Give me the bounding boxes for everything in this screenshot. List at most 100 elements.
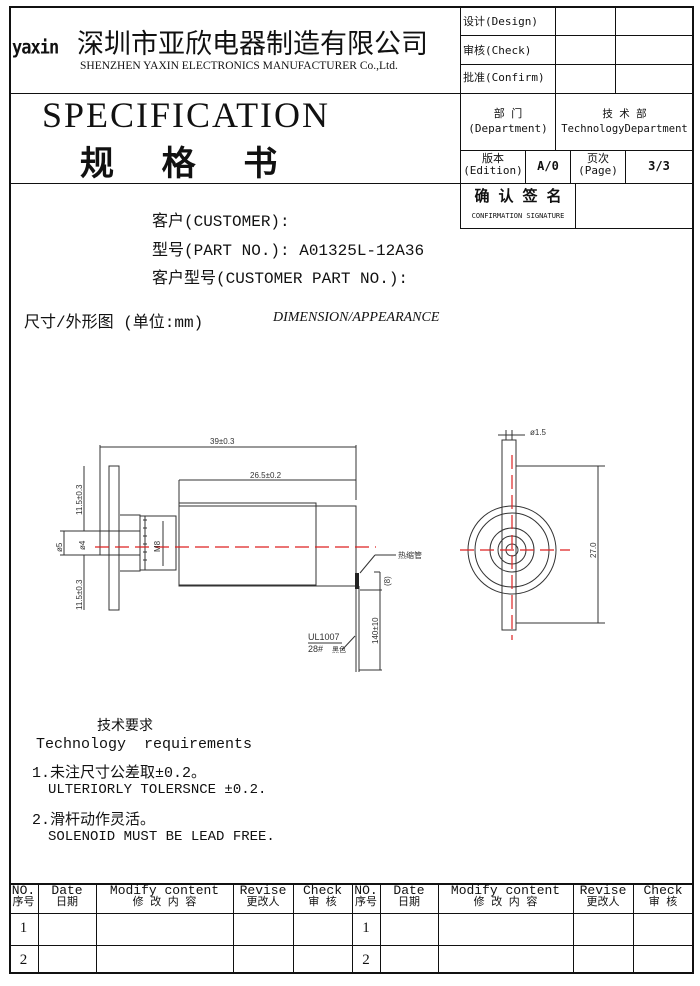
table-rule [96, 883, 97, 973]
header-en: Modify content [109, 883, 220, 898]
header-en: NO. [11, 883, 36, 898]
header-cn: 序号 [355, 897, 377, 909]
customer-label: 客户(CUSTOMER): [152, 213, 290, 231]
table-row-number: 1 [19, 920, 28, 936]
divider [460, 6, 461, 228]
table-rule [380, 883, 381, 973]
table-rule [438, 883, 439, 973]
table-rule [352, 883, 353, 973]
frame-right [692, 6, 694, 974]
table-row-number: 2 [362, 952, 370, 968]
dim-d5: ø5 [55, 542, 64, 552]
flange-outline [108, 465, 120, 611]
table-rule [9, 883, 694, 885]
header-cn: 更改人 [586, 897, 620, 909]
dim-sleeve-length: (8) [383, 576, 392, 586]
header-cn: 修 改 内 容 [473, 897, 538, 909]
page-value: 3/3 [648, 159, 670, 173]
divider [575, 183, 576, 228]
requirements-title-en: Technology requirements [36, 736, 253, 753]
shaft-outline [99, 530, 141, 556]
dim-m8: M8 [153, 540, 162, 552]
customer-part-number: 客户型号(CUSTOMER PART NO.): [152, 270, 409, 288]
frame-left [9, 6, 11, 974]
divider [460, 228, 694, 229]
divider [460, 150, 694, 151]
solenoid-body [178, 502, 317, 586]
part-number: 型号(PART NO.): A01325L-12A36 [152, 242, 425, 260]
department-value-cn: 技 术 部 [602, 108, 647, 120]
header-en: NO. [354, 883, 378, 898]
requirement-1-cn: 1.未注尺寸公差取±0.2。 [32, 765, 207, 782]
header-en: Check [302, 883, 342, 898]
header-cn: 更改人 [246, 897, 280, 909]
page-label-cn: 页次 [587, 152, 609, 165]
header-cn: 日期 [398, 897, 420, 909]
divider [570, 150, 571, 183]
frame-top [9, 6, 694, 8]
header-en: Date [51, 883, 83, 898]
table-rule [9, 883, 10, 973]
header-en: Revise [579, 883, 627, 898]
dimension-label-cn: 尺寸/外形图 (单位:mm) [24, 314, 204, 332]
requirement-2-cn: 2.滑杆动作灵活。 [32, 812, 156, 829]
department-label: 部 门 (Department) [461, 108, 555, 135]
department-label-en: (Department) [468, 122, 548, 135]
table-rule [633, 883, 634, 973]
label-wire-gauge: 28# [308, 644, 323, 654]
divider [625, 150, 626, 183]
check-label: 审核(Check) [463, 44, 532, 57]
divider [460, 35, 694, 36]
confirmation-signature-cn: 确 认 签 名 [474, 187, 562, 205]
header-en: Modify content [450, 883, 561, 898]
label-wire-color: 黑色 [332, 645, 346, 654]
page-label: 页次(Page) [571, 153, 625, 177]
header-en: Date [393, 883, 425, 898]
table-rule [233, 883, 234, 973]
confirmation-signature-en: CONFIRMATION SIGNATURE [471, 212, 565, 220]
dim-height: 27.0 [589, 542, 598, 558]
dim-wire-length: 140±10 [371, 617, 380, 644]
department-value-en: TechnologyDepartment [561, 123, 688, 135]
table-rule [573, 883, 574, 973]
company-name-cn: 深圳市亚欣电器制造有限公司 [77, 29, 428, 60]
header-cn: 审 核 [308, 897, 337, 909]
header-cn: 审 核 [648, 897, 678, 909]
table-rule [38, 883, 39, 973]
department-value: 技 术 部 TechnologyDepartment [556, 108, 693, 135]
edition-value: A/0 [537, 159, 559, 173]
edition-label-en: (Edition) [463, 164, 523, 177]
dim-body-length: 26.5±0.2 [250, 471, 282, 480]
title-cn: 规 格 书 [80, 144, 286, 184]
divider [525, 150, 526, 183]
company-name-en: SHENZHEN YAXIN ELECTRONICS MANUFACTURER … [80, 60, 398, 72]
department-label-cn: 部 门 [493, 107, 523, 120]
table-header-cell: NO.序号 [352, 883, 380, 909]
dim-d4: ø4 [78, 540, 87, 550]
table-rule [693, 883, 694, 973]
table-rule [9, 973, 694, 974]
label-heat-shrink: 热缩管 [398, 550, 422, 560]
company-logo: yaxin [12, 37, 59, 59]
requirements-title-cn: 技术要求 [97, 719, 153, 735]
label-wire-type: UL1007 [308, 632, 340, 642]
header-cn: 日期 [56, 897, 78, 909]
table-row-number: 2 [19, 952, 28, 968]
confirm-label: 批准(Confirm) [463, 71, 545, 84]
dim-d15: ø1.5 [530, 428, 547, 437]
header-en: Revise [239, 883, 287, 898]
table-rule [9, 913, 694, 914]
table-row-number: 1 [362, 920, 370, 936]
header-cn: 序号 [12, 897, 35, 909]
divider [460, 64, 694, 65]
title-en: SPECIFICATION [42, 95, 331, 135]
table-header-cell: NO.序号 [9, 883, 38, 909]
divider [555, 6, 556, 150]
